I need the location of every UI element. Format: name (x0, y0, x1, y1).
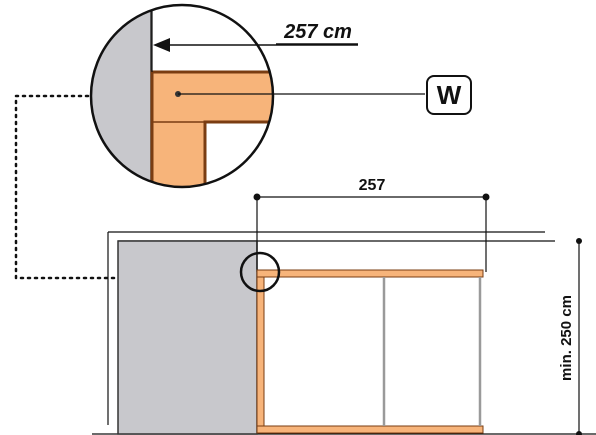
marker-w-box (426, 75, 472, 115)
detail-marker-circle (239, 251, 281, 293)
zoom-dimension-label: 257 cm (283, 21, 352, 43)
top-rail (256, 269, 484, 278)
left-post (256, 276, 265, 428)
detail-zoom (91, 5, 273, 187)
detail-zoom-border (89, 3, 275, 189)
wall-block (117, 240, 258, 435)
marker-w-label: W (437, 80, 462, 110)
width-label: 257 (359, 177, 386, 194)
bottom-rail (256, 425, 484, 434)
height-label: min. 250 cm (558, 295, 575, 381)
arrow-head-icon (153, 38, 170, 52)
